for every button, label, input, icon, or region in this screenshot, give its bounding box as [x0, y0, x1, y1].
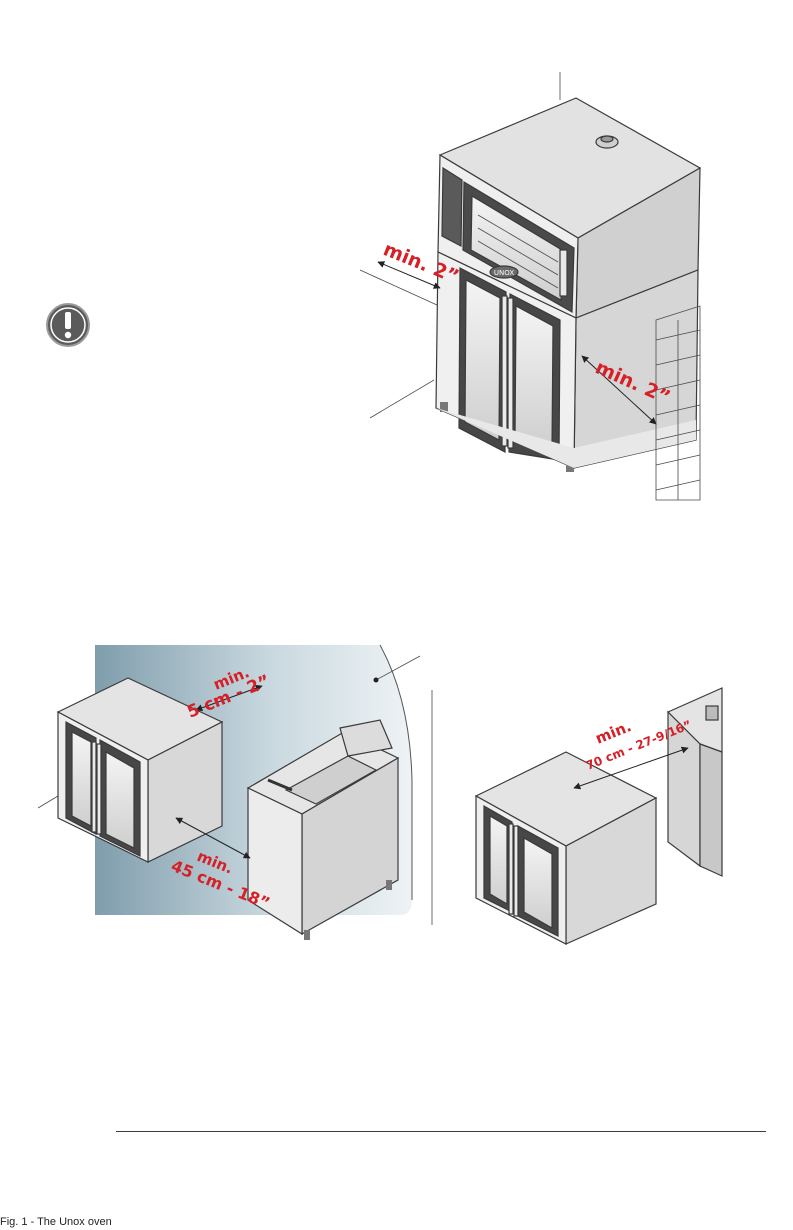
top-oven-figure: UNOX min. 2” min. 2” [360, 72, 700, 500]
bottom-left-figure: min. 5 cm - 2” min. 45 cm - 18” [38, 645, 432, 940]
control-panel [442, 168, 462, 246]
figure-caption: Fig. 1 - The Unox oven [0, 1216, 112, 1228]
bottom-right-figure: min. 70 cm - 27-9/16” [476, 688, 722, 944]
door-handle [560, 250, 567, 296]
lower-door-left-glass [465, 280, 500, 440]
floor-line [370, 380, 434, 418]
footer-rule [116, 1131, 766, 1132]
brand-logo-text: UNOX [494, 269, 514, 277]
exclamation-icon [47, 304, 89, 346]
lower-door-right-glass [515, 306, 553, 448]
